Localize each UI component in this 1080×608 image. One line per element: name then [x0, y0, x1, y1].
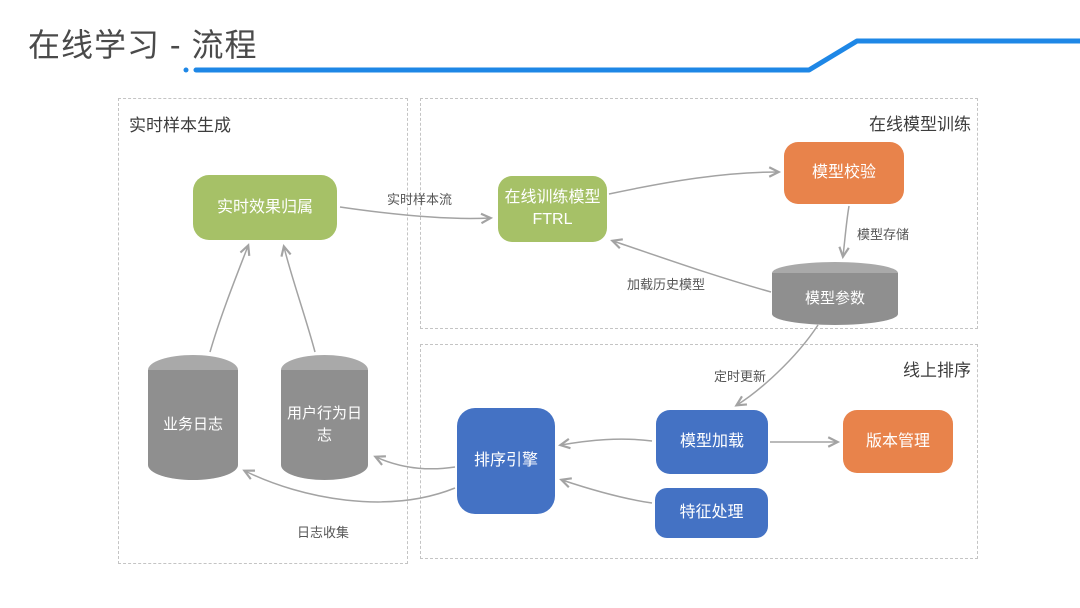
edge-label-load-history-model: 加载历史模型: [627, 277, 706, 292]
node-feature-processing: 特征处理: [655, 488, 768, 538]
node-user-behavior-log: 用户行为日志: [281, 355, 368, 480]
region-online-ranking: 线上排序: [420, 344, 978, 559]
node-model-validation: 模型校验: [784, 142, 904, 204]
region-label-online-ranking: 线上排序: [903, 361, 971, 380]
node-version-management: 版本管理: [843, 410, 953, 473]
edge-label-scheduled-update: 定时更新: [714, 369, 767, 384]
region-realtime-sample-generation: 实时样本生成: [118, 98, 408, 564]
region-label-online-training: 在线模型训练: [869, 115, 971, 134]
edge-label-realtime-sample-stream: 实时样本流: [387, 192, 453, 207]
page-title: 在线学习 - 流程: [28, 27, 258, 63]
node-label: 在线训练模型FTRL: [504, 189, 601, 228]
node-model-loading: 模型加载: [656, 410, 768, 474]
node-label: 业务日志: [162, 415, 223, 433]
node-model-params: 模型参数: [772, 262, 898, 325]
node-label: 模型参数: [804, 289, 865, 307]
node-label: 排序引擎: [473, 452, 538, 470]
node-label: 特征处理: [679, 504, 744, 522]
node-realtime-attribution: 实时效果归属: [193, 175, 337, 240]
node-business-log: 业务日志: [148, 355, 238, 480]
node-label: 实时效果归属: [216, 198, 313, 216]
cylinder-body: 业务日志: [148, 370, 238, 480]
cylinder-body: 模型参数: [772, 273, 898, 325]
edge-label-log-collection: 日志收集: [297, 525, 350, 540]
node-ranking-engine: 排序引擎: [457, 408, 555, 514]
edge-label-model-storage: 模型存储: [857, 227, 910, 242]
cylinder-body: 用户行为日志: [281, 370, 368, 480]
node-label: 模型校验: [811, 164, 876, 182]
node-label: 版本管理: [865, 432, 930, 450]
node-label: 用户行为日志: [286, 404, 362, 445]
region-label-realtime-sample: 实时样本生成: [129, 116, 231, 135]
title-accent-line: [183, 38, 1080, 73]
node-online-training-ftrl: 在线训练模型FTRL: [498, 176, 607, 242]
node-label: 模型加载: [679, 433, 744, 451]
